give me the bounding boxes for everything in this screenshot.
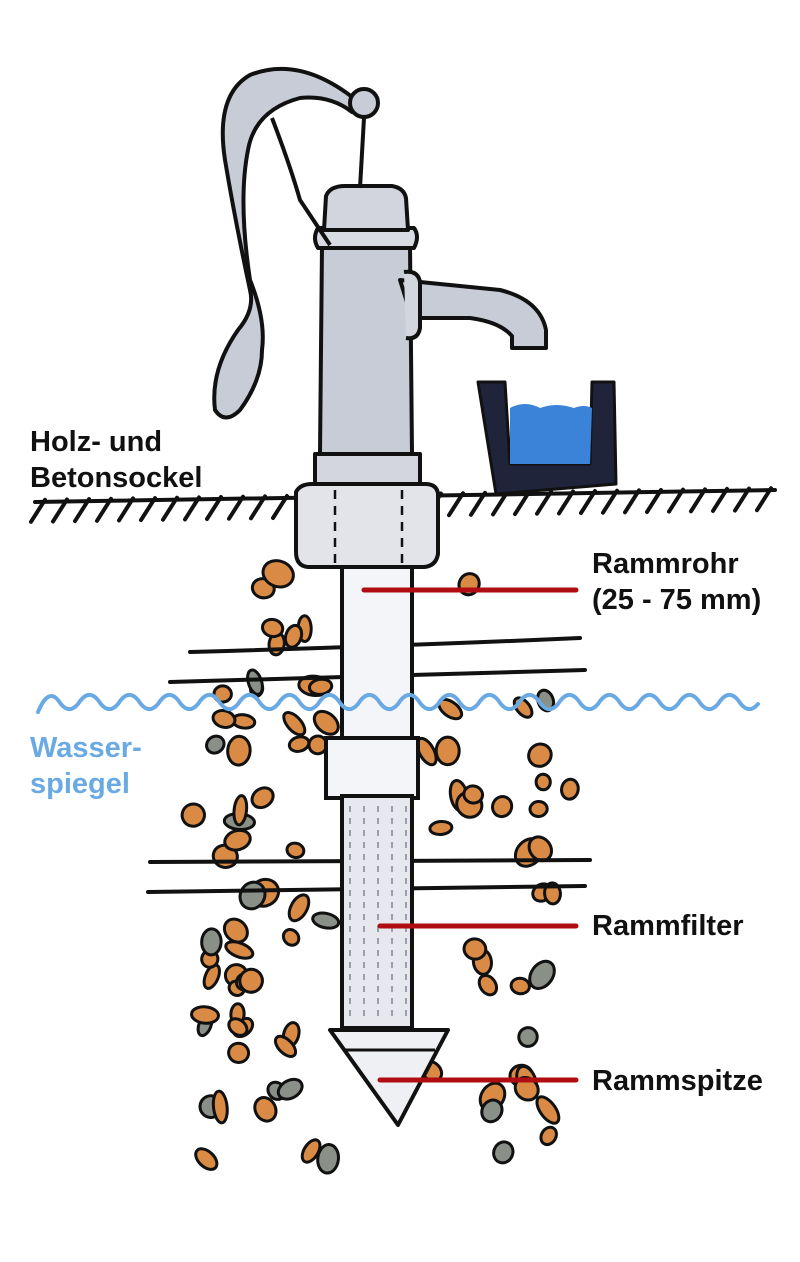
- gravel-stone: [222, 917, 249, 944]
- gravel-stone: [491, 795, 514, 819]
- ram-pipe: [324, 558, 420, 1030]
- gravel-stone: [539, 1125, 558, 1147]
- label-rammspitze: Rammspitze: [592, 1065, 763, 1097]
- ram-filter-perforation: [349, 806, 407, 1016]
- gravel-stone: [253, 1096, 278, 1123]
- concrete-base: [294, 482, 440, 569]
- gravel-stone: [480, 1098, 504, 1124]
- gravel-stone: [509, 976, 531, 996]
- label-wasserspiegel: Wasser- spiegel: [30, 730, 142, 802]
- gravel-stone: [287, 735, 311, 753]
- gravel-stone: [434, 735, 461, 767]
- gravel-stone: [226, 734, 252, 767]
- gravel-stone: [227, 1041, 251, 1065]
- gravel-stone: [534, 772, 552, 792]
- gravel-stone: [282, 711, 307, 737]
- gravel-stone: [238, 967, 264, 994]
- gravel-stone: [224, 940, 255, 960]
- gravel-stone: [316, 1143, 340, 1175]
- pump-handle: [212, 66, 380, 420]
- gravel-stone: [276, 1077, 304, 1101]
- gravel-stone: [517, 1026, 539, 1048]
- gravel-stone: [457, 572, 481, 597]
- gravel-stone: [250, 786, 275, 810]
- gravel-stone: [180, 802, 206, 828]
- water-table-line: [36, 692, 760, 714]
- label-line: Wasser-: [30, 732, 142, 764]
- gravel-stone: [205, 734, 226, 755]
- gravel-stone: [273, 1034, 298, 1058]
- gravel-stone: [300, 1138, 322, 1164]
- label-line: (25 - 75 mm): [592, 584, 762, 616]
- gravel-stone: [527, 742, 553, 768]
- label-holz-und-betonsockel: Holz- und Betonsockel: [30, 424, 202, 496]
- label-line: Betonsockel: [30, 462, 203, 494]
- gravel-stone: [227, 1017, 249, 1037]
- gravel-stone: [211, 1089, 229, 1125]
- gravel-stone: [312, 709, 340, 736]
- gravel-stone: [560, 777, 580, 801]
- leader-lines: [361, 587, 579, 1083]
- gravel-stone: [535, 1095, 561, 1125]
- label-rammfilter: Rammfilter: [592, 910, 744, 942]
- label-line: Holz- und: [30, 426, 163, 458]
- gravel-stone: [281, 928, 301, 947]
- gravel-stone: [223, 828, 252, 852]
- pump-body: [313, 184, 548, 486]
- gravel-stone: [246, 668, 264, 696]
- gravel-stone: [287, 893, 311, 923]
- gravel-stone: [283, 623, 304, 649]
- gravel-stone: [462, 784, 485, 805]
- gravel-stone: [528, 799, 549, 819]
- gravel-stone: [261, 559, 295, 589]
- gravel-stone: [232, 794, 249, 827]
- label-line: Rammrohr: [592, 548, 739, 580]
- gravel-stone: [462, 937, 488, 961]
- gravel-stone: [477, 973, 499, 997]
- gravel-stone: [285, 841, 306, 860]
- gravel-stone: [311, 911, 341, 930]
- label-rammrohr: Rammrohr (25 - 75 mm): [592, 546, 761, 618]
- gravel-stone: [211, 709, 237, 729]
- gravel-stone: [492, 1140, 515, 1165]
- label-line: spiegel: [30, 768, 130, 800]
- bucket: [476, 380, 618, 496]
- gravel-stone: [528, 959, 556, 990]
- gravel-stone: [260, 617, 285, 639]
- gravel-stone: [200, 927, 223, 957]
- gravel-stone: [194, 1147, 219, 1171]
- gravel-stone: [190, 1005, 220, 1025]
- gravel-stone: [428, 819, 454, 837]
